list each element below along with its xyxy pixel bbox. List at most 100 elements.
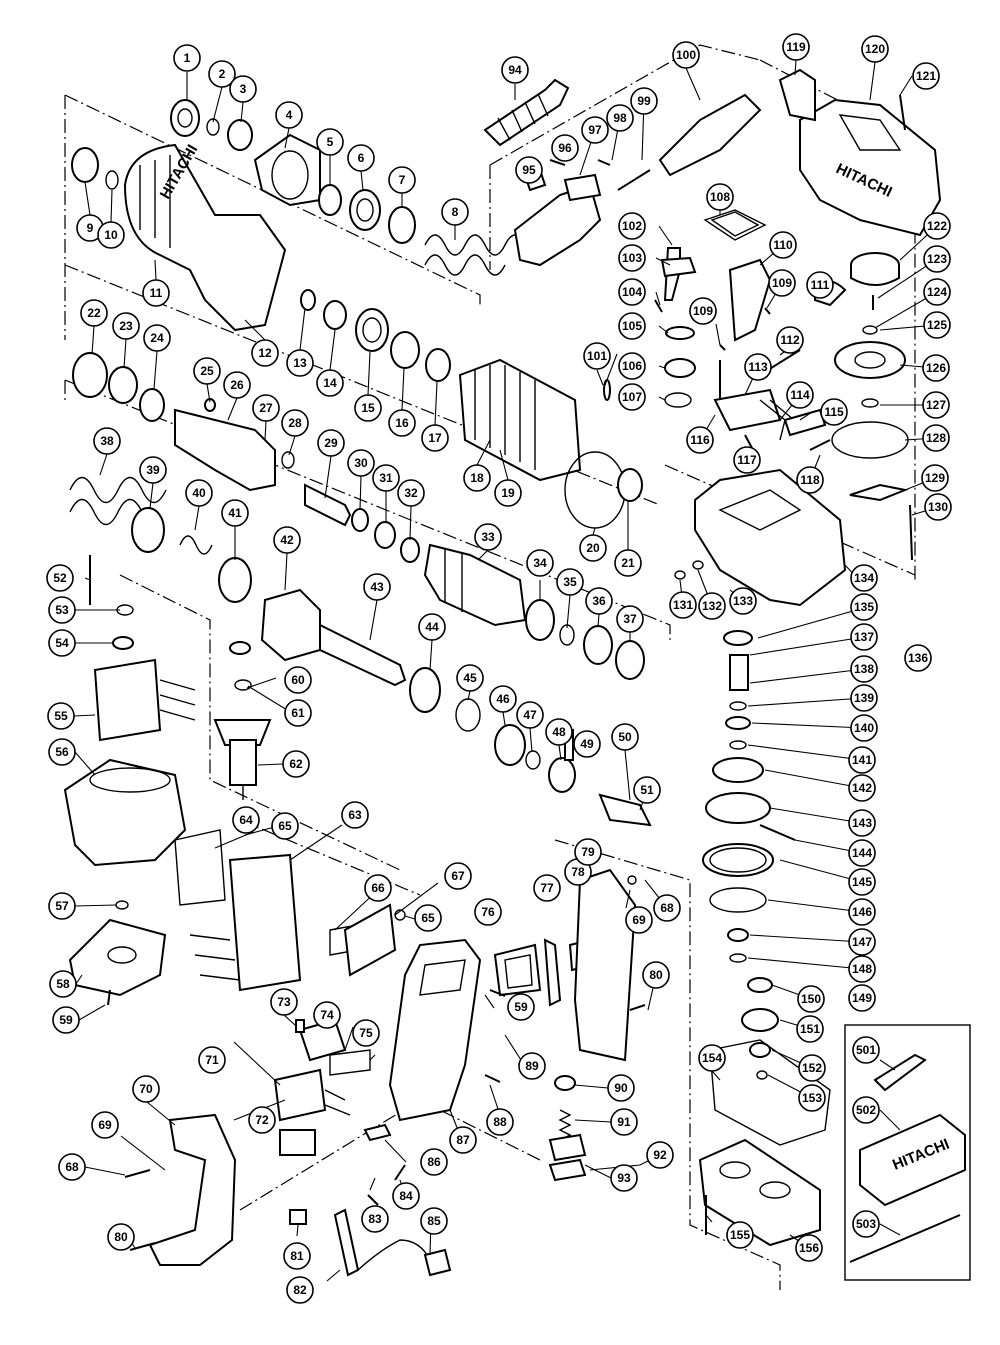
svg-text:91: 91 [617, 1115, 631, 1129]
callout-103: 103 [618, 244, 646, 272]
svg-text:123: 123 [927, 252, 947, 266]
callout-62: 62 [282, 750, 310, 778]
svg-text:80: 80 [649, 968, 663, 982]
svg-text:118: 118 [800, 473, 820, 487]
svg-text:82: 82 [293, 1283, 307, 1297]
callout-101: 101 [583, 342, 611, 370]
callout-132: 132 [698, 592, 726, 620]
callout-117: 117 [733, 446, 761, 474]
svg-text:40: 40 [192, 486, 206, 500]
callout-43: 43 [363, 573, 391, 601]
svg-text:83: 83 [368, 1212, 382, 1226]
svg-text:107: 107 [622, 390, 642, 404]
svg-text:113: 113 [748, 360, 768, 374]
callout-145: 145 [848, 868, 876, 896]
svg-text:6: 6 [358, 151, 365, 165]
svg-text:8: 8 [452, 205, 459, 219]
callout-501: 501 [852, 1036, 880, 1064]
callout-156: 156 [795, 1234, 823, 1262]
callout-59: 59 [52, 1006, 80, 1034]
callout-146: 146 [848, 898, 876, 926]
leader-lines [73, 59, 939, 1282]
callout-84: 84 [392, 1182, 420, 1210]
svg-text:81: 81 [290, 1249, 304, 1263]
svg-text:114: 114 [790, 388, 810, 402]
callout-44: 44 [418, 613, 446, 641]
callout-141: 141 [848, 746, 876, 774]
callout-96: 96 [551, 134, 579, 162]
svg-text:110: 110 [773, 238, 793, 252]
callout-85: 85 [420, 1207, 448, 1235]
svg-text:89: 89 [525, 1059, 539, 1073]
svg-text:69: 69 [98, 1118, 112, 1132]
svg-text:17: 17 [428, 431, 442, 445]
callout-42: 42 [273, 526, 301, 554]
svg-text:2: 2 [219, 67, 226, 81]
svg-text:156: 156 [799, 1241, 819, 1255]
callout-109: 109 [689, 297, 717, 325]
callout-51: 51 [633, 776, 661, 804]
callout-2: 2 [208, 60, 236, 88]
svg-text:67: 67 [451, 869, 465, 883]
svg-text:49: 49 [580, 737, 594, 751]
svg-text:11: 11 [150, 286, 163, 300]
callout-93: 93 [610, 1164, 638, 1192]
callout-25: 25 [193, 357, 221, 385]
callout-106: 106 [618, 352, 646, 380]
callout-59: 59 [507, 993, 535, 1021]
svg-text:115: 115 [824, 405, 844, 419]
callout-126: 126 [922, 354, 950, 382]
svg-text:60: 60 [291, 673, 305, 687]
callout-33: 33 [474, 523, 502, 551]
svg-text:50: 50 [618, 730, 632, 744]
callout-114: 114 [786, 381, 814, 409]
svg-text:109: 109 [693, 304, 713, 318]
callout-118: 118 [796, 466, 824, 494]
callout-131: 131 [669, 591, 697, 619]
svg-text:5: 5 [327, 135, 334, 149]
svg-text:45: 45 [463, 671, 477, 685]
callout-55: 55 [47, 702, 75, 730]
callout-80: 80 [107, 1223, 135, 1251]
svg-text:104: 104 [622, 285, 642, 299]
svg-text:48: 48 [552, 725, 566, 739]
svg-text:14: 14 [323, 376, 337, 390]
callout-95: 95 [515, 156, 543, 184]
svg-text:56: 56 [55, 745, 69, 759]
svg-text:98: 98 [613, 111, 627, 125]
callout-155: 155 [726, 1221, 754, 1249]
svg-text:94: 94 [508, 63, 522, 77]
svg-text:24: 24 [150, 331, 164, 345]
callout-123: 123 [923, 245, 951, 273]
callout-50: 50 [611, 723, 639, 751]
svg-text:87: 87 [456, 1133, 470, 1147]
callout-7: 7 [388, 166, 416, 194]
callout-28: 28 [281, 409, 309, 437]
callout-151: 151 [796, 1015, 824, 1043]
callout-23: 23 [112, 312, 140, 340]
svg-text:136: 136 [908, 651, 928, 665]
callout-30: 30 [347, 449, 375, 477]
callout-81: 81 [283, 1242, 311, 1270]
svg-text:150: 150 [801, 992, 821, 1006]
svg-text:93: 93 [617, 1171, 631, 1185]
callout-116: 116 [686, 426, 714, 454]
svg-text:134: 134 [854, 571, 874, 585]
svg-text:106: 106 [622, 359, 642, 373]
part-drawings: HITACHI [63, 68, 971, 1281]
svg-text:12: 12 [258, 346, 272, 360]
callout-5: 5 [316, 128, 344, 156]
callout-119: 119 [782, 33, 810, 61]
svg-text:126: 126 [926, 361, 946, 375]
callout-125: 125 [923, 311, 951, 339]
svg-text:27: 27 [259, 401, 273, 415]
svg-text:35: 35 [563, 575, 577, 589]
svg-text:3: 3 [240, 82, 247, 96]
callout-147: 147 [848, 928, 876, 956]
svg-text:71: 71 [205, 1053, 219, 1067]
callout-124: 124 [923, 278, 951, 306]
svg-text:1: 1 [184, 51, 191, 65]
svg-text:29: 29 [324, 436, 338, 450]
callout-107: 107 [618, 383, 646, 411]
svg-text:44: 44 [425, 620, 439, 634]
